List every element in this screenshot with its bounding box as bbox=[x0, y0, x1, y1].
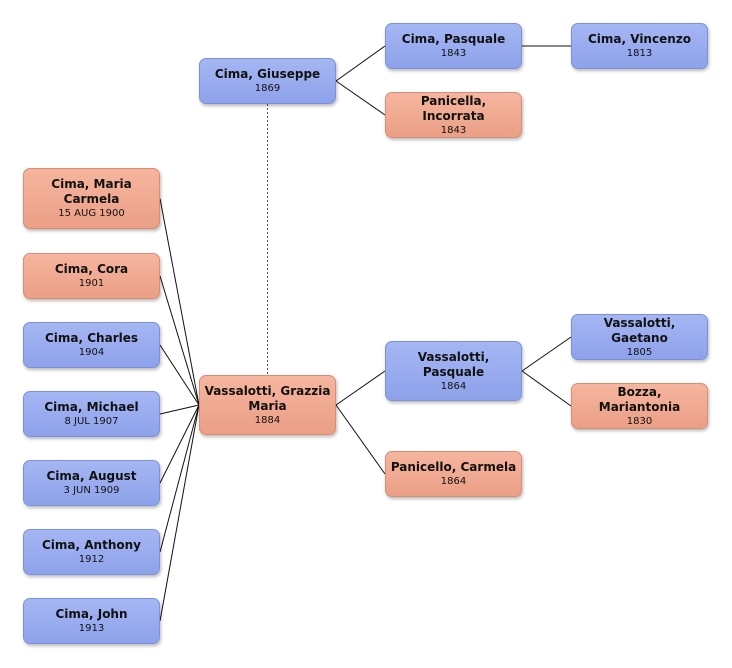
person-name: Bozza, Mariantonia bbox=[598, 384, 681, 414]
person-name: Vassalotti, Grazzia Maria bbox=[204, 383, 331, 413]
parent-link-line bbox=[335, 45, 386, 82]
person-date: 1913 bbox=[78, 623, 105, 634]
person-name: Cima, Cora bbox=[54, 262, 129, 276]
person-card-cima-anthony[interactable]: Cima, Anthony 1912 bbox=[23, 529, 160, 575]
person-name: Cima, Pasquale bbox=[401, 32, 506, 46]
person-date: 8 JUL 1907 bbox=[64, 416, 119, 427]
person-name: Vassalotti, Pasquale bbox=[417, 349, 490, 379]
person-name: Panicella, Incorrata bbox=[420, 93, 487, 123]
person-card-vassalotti-grazzia-maria[interactable]: Vassalotti, Grazzia Maria 1884 bbox=[199, 375, 336, 435]
parent-link-line bbox=[521, 370, 572, 407]
child-link-line bbox=[159, 344, 200, 406]
person-card-panicello-carmela[interactable]: Panicello, Carmela 1864 bbox=[385, 451, 522, 497]
person-name: Cima, Anthony bbox=[42, 538, 141, 552]
person-card-vassalotti-pasquale[interactable]: Vassalotti, Pasquale 1864 bbox=[385, 341, 522, 401]
parent-link-line bbox=[335, 80, 386, 116]
person-name: Cima, Maria Carmela bbox=[51, 177, 132, 206]
child-link-line bbox=[159, 275, 200, 406]
person-name: Cima, Giuseppe bbox=[214, 67, 321, 81]
person-card-cima-vincenzo[interactable]: Cima, Vincenzo 1813 bbox=[571, 23, 708, 69]
parent-link-line bbox=[335, 404, 386, 475]
person-date: 1864 bbox=[440, 476, 467, 487]
person-card-panicella-incorrata[interactable]: Panicella, Incorrata 1843 bbox=[385, 92, 522, 138]
person-date: 1901 bbox=[78, 278, 105, 289]
parent-link-line bbox=[521, 336, 572, 372]
child-link-line bbox=[159, 198, 200, 406]
child-link-line bbox=[159, 404, 200, 415]
person-date: 1813 bbox=[626, 48, 653, 59]
person-card-vassalotti-gaetano[interactable]: Vassalotti, Gaetano 1805 bbox=[571, 314, 708, 360]
person-card-bozza-mariantonia[interactable]: Bozza, Mariantonia 1830 bbox=[571, 383, 708, 429]
person-card-cima-john[interactable]: Cima, John 1913 bbox=[23, 598, 160, 644]
parent-link-line bbox=[335, 370, 386, 406]
person-date: 1843 bbox=[440, 124, 467, 136]
person-date: 1830 bbox=[626, 415, 653, 427]
person-card-cima-cora[interactable]: Cima, Cora 1901 bbox=[23, 253, 160, 299]
person-date: 15 AUG 1900 bbox=[58, 208, 125, 219]
person-date: 1843 bbox=[440, 48, 467, 59]
person-date: 1884 bbox=[254, 414, 281, 426]
person-card-cima-giuseppe[interactable]: Cima, Giuseppe 1869 bbox=[199, 58, 336, 104]
person-name: Cima, August bbox=[46, 469, 137, 483]
person-card-cima-august[interactable]: Cima, August 3 JUN 1909 bbox=[23, 460, 160, 506]
person-name: Cima, Michael bbox=[44, 400, 139, 414]
person-date: 1904 bbox=[78, 347, 105, 358]
person-date: 1912 bbox=[78, 554, 105, 565]
person-name: Cima, Charles bbox=[44, 331, 139, 345]
person-card-cima-charles[interactable]: Cima, Charles 1904 bbox=[23, 322, 160, 368]
person-card-cima-maria-carmela[interactable]: Cima, Maria Carmela 15 AUG 1900 bbox=[23, 168, 160, 229]
person-name: Cima, John bbox=[55, 607, 128, 621]
person-card-cima-michael[interactable]: Cima, Michael 8 JUL 1907 bbox=[23, 391, 160, 437]
person-date: 3 JUN 1909 bbox=[63, 485, 120, 496]
person-name: Vassalotti, Gaetano bbox=[603, 315, 676, 345]
person-name: Panicello, Carmela bbox=[390, 460, 517, 474]
person-name: Cima, Vincenzo bbox=[587, 32, 691, 46]
child-link-line bbox=[159, 404, 200, 484]
child-link-line bbox=[159, 404, 200, 622]
person-date: 1869 bbox=[254, 83, 281, 94]
person-card-cima-pasquale[interactable]: Cima, Pasquale 1843 bbox=[385, 23, 522, 69]
person-date: 1805 bbox=[626, 346, 653, 358]
person-date: 1864 bbox=[440, 380, 467, 392]
child-link-line bbox=[159, 404, 200, 553]
